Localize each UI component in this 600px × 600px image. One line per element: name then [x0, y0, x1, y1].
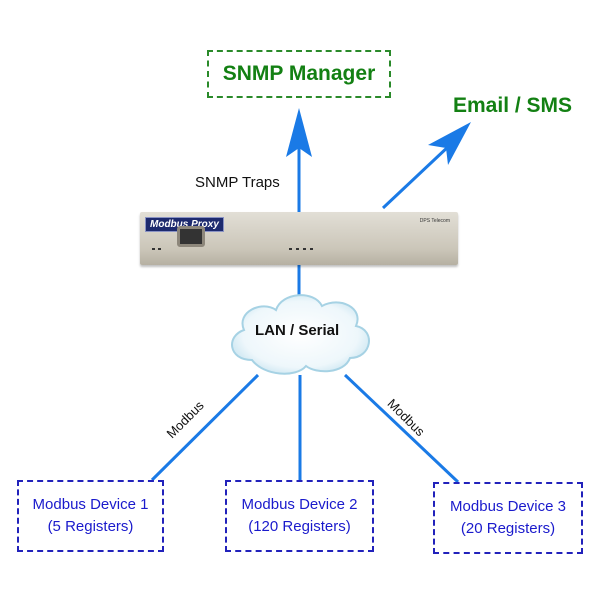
modbus-device-2-box: Modbus Device 2 (120 Registers)	[225, 480, 374, 552]
snmp-traps-arrowhead	[286, 108, 312, 157]
status-led	[296, 248, 299, 250]
status-led	[303, 248, 306, 250]
status-led	[289, 248, 292, 250]
device-registers: (120 Registers)	[248, 518, 351, 535]
modbus-proxy-device: Modbus Proxy DPS Telecom	[140, 212, 458, 265]
modbus-device-3-box: Modbus Device 3 (20 Registers)	[433, 482, 583, 554]
snmp-manager-label: SNMP Manager	[222, 62, 376, 85]
snmp-traps-label: SNMP Traps	[195, 174, 280, 191]
email-sms-label: Email / SMS	[453, 94, 573, 117]
device-name: Modbus Device 1	[32, 496, 149, 513]
snmp-manager-box: SNMP Manager	[207, 50, 391, 98]
device-name: Modbus Device 3	[450, 498, 566, 515]
network-label: LAN / Serial	[255, 322, 340, 339]
status-led	[158, 248, 161, 250]
device-name: Modbus Device 2	[241, 496, 358, 513]
serial-port-icon	[177, 226, 205, 247]
modbus-device-1-box: Modbus Device 1 (5 Registers)	[17, 480, 164, 552]
email-arrowhead	[428, 122, 471, 165]
device-registers: (5 Registers)	[47, 518, 134, 535]
link-device-1	[150, 373, 260, 482]
device-registers: (20 Registers)	[460, 520, 556, 537]
maker-logo-label: DPS Telecom	[419, 218, 450, 224]
status-led	[152, 248, 155, 250]
cloud-shape	[231, 294, 370, 375]
email-arrow-line	[381, 143, 452, 210]
link-device-3	[343, 373, 460, 484]
status-led	[310, 248, 313, 250]
